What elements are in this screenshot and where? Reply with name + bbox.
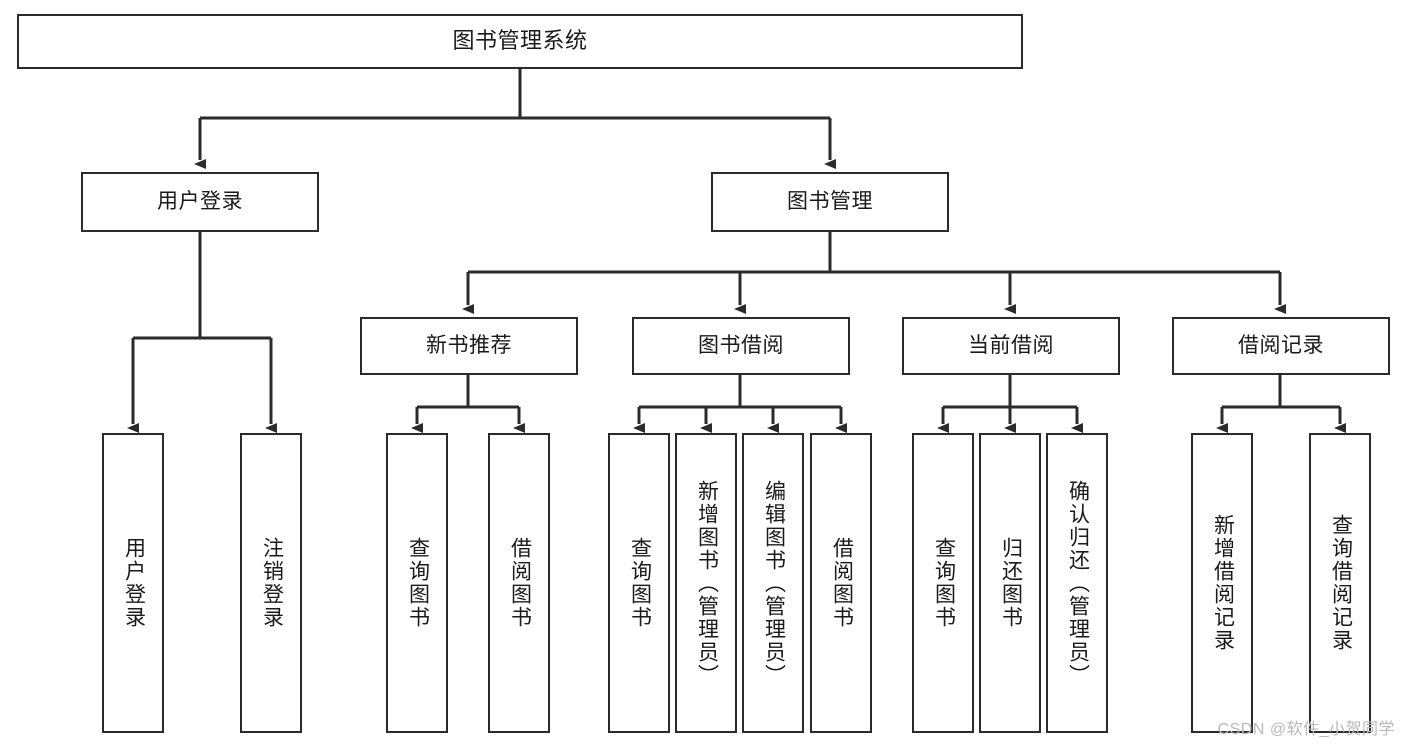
node-label: 查询图书 [932,537,956,629]
node-current-borrow[interactable]: 当前借阅 [902,317,1120,375]
node-label: 查询图书 [406,537,430,629]
node-label: 图书管理 [787,190,873,214]
node-leaf-query-book-new[interactable]: 查询图书 [386,433,448,733]
node-label: 用户登录 [122,537,146,629]
node-label: 查询借阅记录 [1329,514,1353,652]
node-leaf-query-borrow-record[interactable]: 查询借阅记录 [1309,433,1371,733]
node-leaf-borrow-book[interactable]: 借阅图书 [810,433,872,733]
node-label: 借阅图书 [508,537,532,629]
node-label: 归还图书 [999,537,1023,629]
node-borrow-record[interactable]: 借阅记录 [1172,317,1390,375]
node-leaf-confirm-return-admin[interactable]: 确认归还（管理员） [1046,433,1108,733]
node-label: 查询图书 [628,537,652,629]
node-label: 用户登录 [157,190,243,214]
node-leaf-logout[interactable]: 注销登录 [240,433,302,733]
node-leaf-add-book-admin[interactable]: 新增图书（管理员） [675,433,737,733]
node-label: 注销登录 [260,537,284,629]
node-label: 编辑图书（管理员） [762,479,786,687]
node-book-borrow[interactable]: 图书借阅 [632,317,850,375]
node-new-book-recommend[interactable]: 新书推荐 [360,317,578,375]
node-leaf-edit-book-admin[interactable]: 编辑图书（管理员） [742,433,804,733]
node-label: 确认归还（管理员） [1066,479,1090,687]
node-label: 新增图书（管理员） [695,479,719,687]
node-leaf-borrow-book-new[interactable]: 借阅图书 [488,433,550,733]
node-label: 借阅记录 [1238,334,1324,358]
node-label: 新书推荐 [426,334,512,358]
node-label: 新增借阅记录 [1211,514,1235,652]
node-book-management[interactable]: 图书管理 [711,172,949,232]
node-label: 图书借阅 [698,334,784,358]
node-leaf-return-book[interactable]: 归还图书 [979,433,1041,733]
node-leaf-add-borrow-record[interactable]: 新增借阅记录 [1191,433,1253,733]
node-leaf-query-book-current[interactable]: 查询图书 [912,433,974,733]
node-user-login[interactable]: 用户登录 [81,172,319,232]
node-leaf-query-book-borrow[interactable]: 查询图书 [608,433,670,733]
node-label: 借阅图书 [830,537,854,629]
node-label: 图书管理系统 [452,28,588,54]
node-label: 当前借阅 [968,334,1054,358]
node-leaf-user-login[interactable]: 用户登录 [102,433,164,733]
node-root-system[interactable]: 图书管理系统 [17,14,1023,69]
